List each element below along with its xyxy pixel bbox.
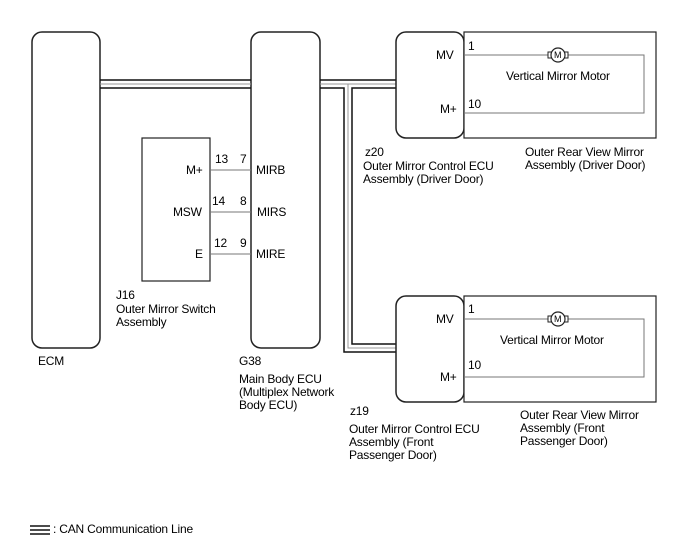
passenger-motor-icon <box>547 311 569 327</box>
main-body-pin-7: 7 <box>240 152 247 166</box>
passenger-mirror-pin-1: 1 <box>468 302 475 316</box>
passenger-ecu-code: z19 <box>350 404 369 418</box>
driver-motor-label: Vertical Mirror Motor <box>506 69 610 83</box>
switch-name: Outer Mirror Switch Assembly <box>116 302 216 329</box>
switch-block <box>141 137 211 282</box>
passenger-mirror-name: Outer Rear View Mirror Assembly (Front P… <box>520 408 639 448</box>
driver-mirror-pin-1: 1 <box>468 39 475 53</box>
passenger-mirror-pin-10: 10 <box>468 358 481 372</box>
main-body-ecu-code: G38 <box>239 354 262 368</box>
passenger-motor-label: Vertical Mirror Motor <box>500 333 604 347</box>
main-body-pin-8: 8 <box>240 194 247 208</box>
driver-motor-icon <box>547 47 569 63</box>
passenger-ecu-pin-mplus: M+ <box>440 370 457 384</box>
passenger-ecu-pin-mv: MV <box>436 312 454 326</box>
passenger-motor-symbol: M <box>554 314 562 324</box>
ecm-label: ECM <box>38 354 65 368</box>
main-body-pin-name-mirs: MIRS <box>257 205 287 219</box>
main-body-ecu-name: Main Body ECU (Multiplex Network Body EC… <box>239 372 335 412</box>
passenger-ecu-name: Outer Mirror Control ECU Assembly (Front… <box>349 422 480 462</box>
switch-pin-name-msw: MSW <box>173 205 202 219</box>
driver-mirror-pin-10: 10 <box>468 97 481 111</box>
main-body-pin-9: 9 <box>240 236 247 250</box>
main-body-pin-name-mire: MIRE <box>256 247 286 261</box>
ecm-block <box>31 31 101 349</box>
can-line-driver <box>320 79 396 353</box>
switch-pin-name-e: E <box>195 247 203 261</box>
driver-ecu-name: Outer Mirror Control ECU Assembly (Drive… <box>363 159 494 186</box>
driver-ecu-pin-mplus: M+ <box>440 102 457 116</box>
legend-text: : CAN Communication Line <box>53 522 193 536</box>
switch-pin-14: 14 <box>212 194 225 208</box>
can-line-passenger <box>347 84 396 349</box>
switch-code: J16 <box>116 288 135 302</box>
switch-pin-12: 12 <box>214 236 227 250</box>
driver-mirror-name: Outer Rear View Mirror Assembly (Driver … <box>525 145 646 172</box>
main-body-pin-name-mirb: MIRB <box>256 163 286 177</box>
can-line-ecm <box>100 79 251 89</box>
switch-pin-name-mplus: M+ <box>186 163 203 177</box>
driver-ecu-pin-mv: MV <box>436 48 454 62</box>
switch-pin-13: 13 <box>215 152 228 166</box>
can-line-icon <box>30 525 50 535</box>
driver-motor-symbol: M <box>554 50 562 60</box>
driver-ecu-code: z20 <box>365 145 384 159</box>
main-body-ecu-block <box>250 31 321 349</box>
